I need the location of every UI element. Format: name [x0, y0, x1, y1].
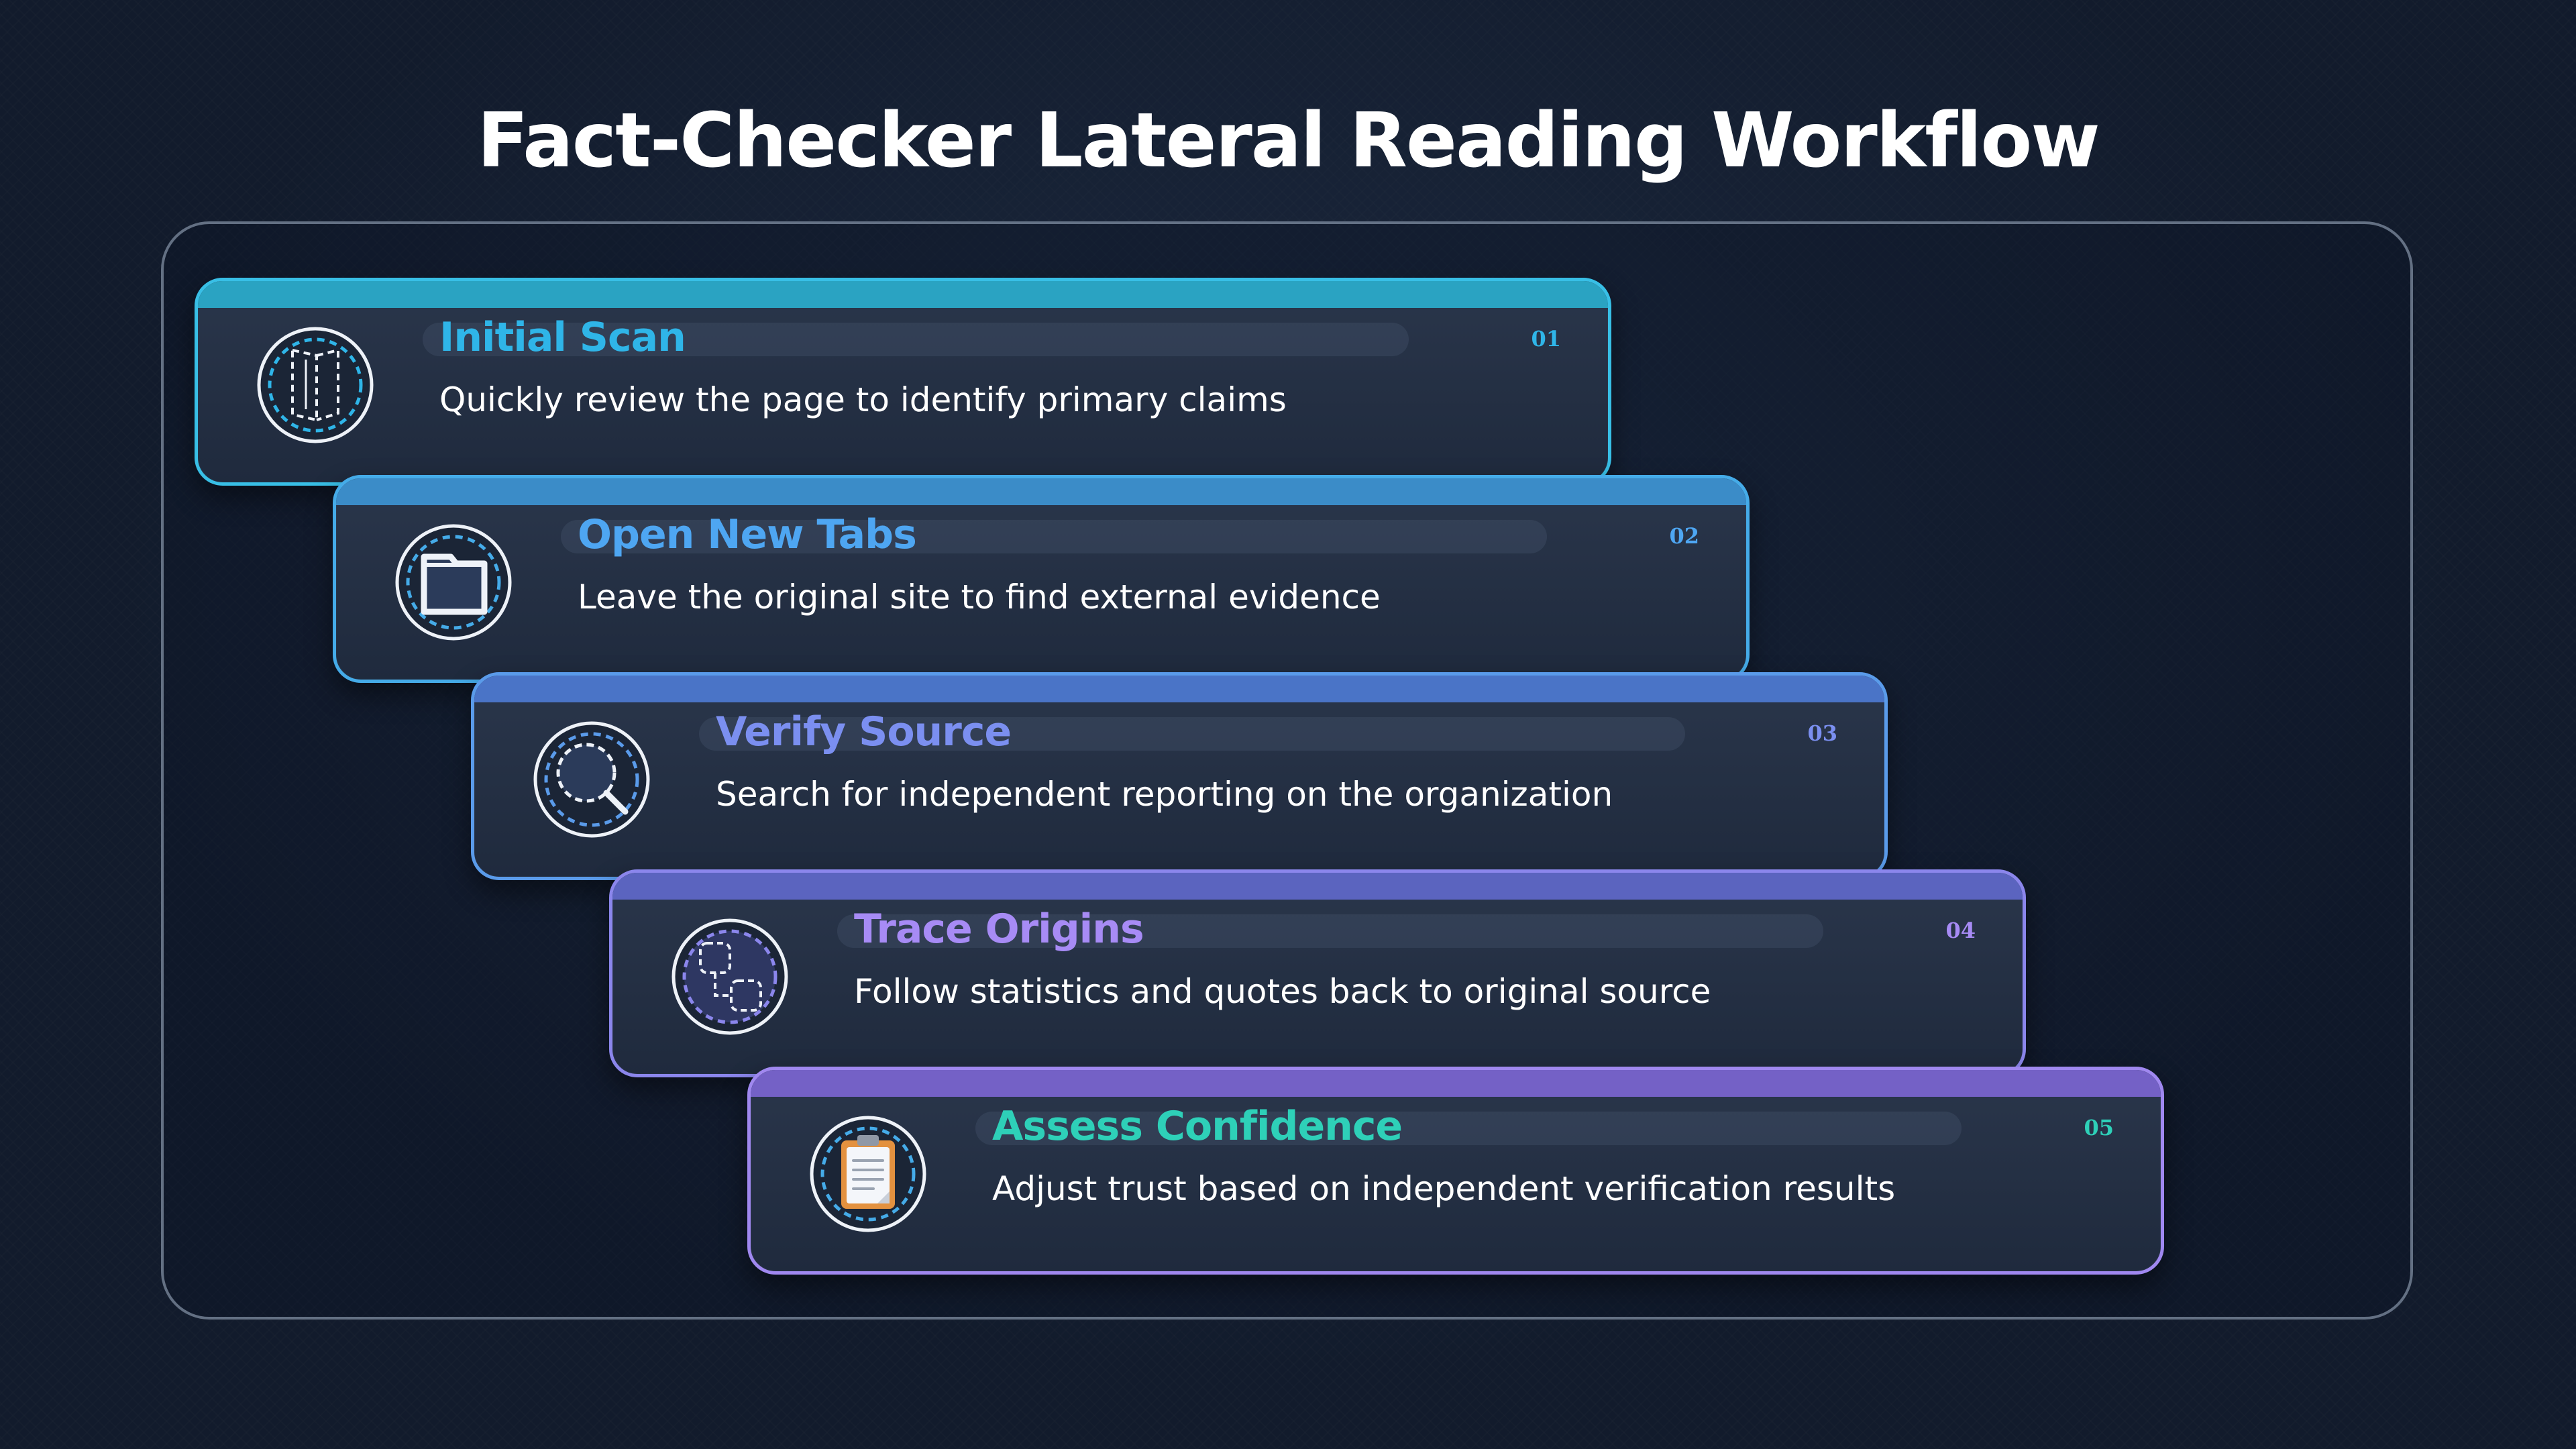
- step-title: Initial Scan: [439, 314, 686, 361]
- step-description: Search for independent reporting on the …: [716, 775, 1613, 814]
- step-top-bar: [751, 1070, 2161, 1097]
- trace-nodes-icon: [669, 916, 790, 1037]
- step-number: 04: [1945, 918, 1976, 943]
- step-title-track: [837, 914, 1823, 948]
- step-description: Adjust trust based on independent verifi…: [992, 1169, 1896, 1208]
- clipboard-icon: [808, 1114, 928, 1234]
- page-title: Fact-Checker Lateral Reading Workflow: [477, 97, 2100, 184]
- step-card-open-new-tabs: Open New Tabs Leave the original site to…: [333, 475, 1750, 683]
- step-title-track: [699, 717, 1685, 751]
- step-number: 02: [1669, 523, 1699, 549]
- step-number: 05: [2084, 1115, 2114, 1140]
- step-card-trace-origins: Trace Origins Follow statistics and quot…: [609, 869, 2026, 1077]
- step-title: Trace Origins: [854, 906, 1144, 953]
- step-card-initial-scan: Initial Scan Quickly review the page to …: [195, 278, 1611, 486]
- step-title: Open New Tabs: [578, 511, 917, 558]
- step-card-verify-source: Verify Source Search for independent rep…: [471, 672, 1888, 880]
- step-title-track: [423, 323, 1409, 356]
- step-card-assess-confidence: Assess Confidence Adjust trust based on …: [747, 1067, 2164, 1275]
- step-description: Leave the original site to find external…: [578, 578, 1381, 616]
- step-number: 03: [1807, 720, 1837, 746]
- magnifier-icon: [531, 719, 652, 840]
- step-description: Follow statistics and quotes back to ori…: [854, 972, 1711, 1011]
- step-top-bar: [612, 873, 2023, 900]
- document-scan-icon: [255, 325, 376, 445]
- step-title: Assess Confidence: [992, 1103, 1403, 1150]
- step-title-track: [561, 520, 1547, 553]
- step-top-bar: [198, 281, 1608, 308]
- step-title: Verify Source: [716, 708, 1012, 755]
- step-top-bar: [336, 478, 1746, 505]
- step-description: Quickly review the page to identify prim…: [439, 380, 1287, 419]
- browser-tab-icon: [393, 522, 514, 643]
- step-number: 01: [1531, 326, 1561, 352]
- step-title-track: [975, 1112, 1962, 1145]
- step-top-bar: [474, 676, 1884, 702]
